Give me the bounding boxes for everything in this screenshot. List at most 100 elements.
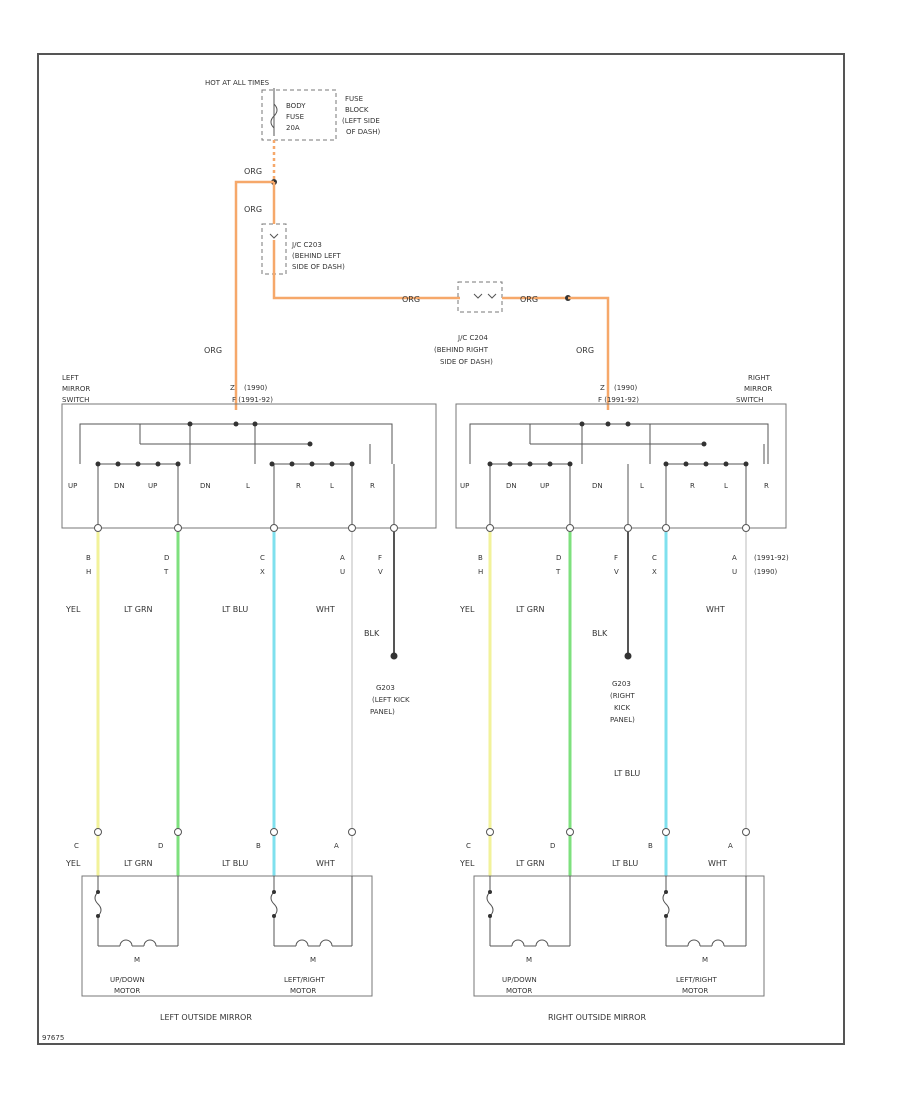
org-label-top: ORG [244,167,262,176]
right-mirror-pin-a: A [728,842,733,850]
c204-outline [457,281,503,313]
left-ground-label-3: PANEL) [370,708,395,716]
right-switch-title-1: RIGHT [748,374,771,382]
left-pin-f: F [378,554,382,562]
left-leftright-motor-label-2: MOTOR [290,987,316,995]
left-leftright-motor-icon [295,939,333,947]
org-label-right-vertical: ORG [576,346,594,355]
right-pin-b: B [478,554,483,562]
left-pin-d: D [164,554,169,562]
left-mirror-blu-label: LT BLU [222,859,248,868]
right-contact-dn-2: DN [592,482,603,490]
right-ground-label-4: PANEL) [610,716,635,724]
fuse-block-label-1: FUSE [345,95,363,103]
diagram-frame [37,53,845,1045]
left-switch-title-3: SWITCH [62,396,89,404]
c204-label-2: (BEHIND RIGHT [434,346,489,354]
right-ground-label-1: G203 [612,680,631,688]
org-label-c203: ORG [244,205,262,214]
left-updown-motor-icon [119,939,157,947]
right-mirror-yel-label: YEL [459,859,475,868]
c203-connector-icon [269,233,279,239]
left-switch-nodes [95,421,355,467]
left-contact-dn-1: DN [114,482,125,490]
right-mirror-grn-label: LT GRN [516,859,545,868]
right-mirror-internals [486,876,747,947]
c204-connector-icon [473,293,497,299]
right-grn-label: LT GRN [516,605,545,614]
right-switch-body [455,403,787,529]
left-contact-dn-2: DN [200,482,211,490]
right-mirror-pin-circles [486,828,750,836]
org-wire-right-switch [568,296,610,410]
right-contact-up-2: UP [540,482,549,490]
right-blu-label: LT BLU [614,769,640,778]
c203-label-3: SIDE OF DASH) [292,263,345,271]
right-switch-pin-note-2: F (1991-92) [598,396,639,404]
left-updown-motor-label-1: UP/DOWN [110,976,145,984]
right-switch-contacts [489,424,765,528]
right-yel-label: YEL [459,605,475,614]
left-mirror-pin-a: A [334,842,339,850]
left-switch-title-2: MIRROR [62,385,90,393]
left-switch-contacts [97,424,395,528]
right-mirror-body [473,875,765,997]
right-pin-a-sub: U [732,568,737,576]
fuse-label-3: 20A [286,124,300,132]
right-leftright-motor-label-1: LEFT/RIGHT [676,976,717,984]
right-pin-d-sub: T [555,568,561,576]
right-contact-l-1: L [640,482,644,490]
right-pin-note-1: (1991-92) [754,554,789,562]
right-switch-title-2: MIRROR [744,385,772,393]
left-pin-a: A [340,554,345,562]
org-label-mid: ORG [402,295,420,304]
left-ground-label-1: G203 [376,684,395,692]
left-pin-f-sub: V [378,568,383,576]
left-switch-body [61,403,437,529]
right-switch-pin-note-1: (1990) [614,384,638,392]
right-leftright-motor-label-2: MOTOR [682,987,708,995]
c203-label-2: (BEHIND LEFT [292,252,341,260]
fuse-block-outline [261,89,337,141]
left-contact-up-2: UP [148,482,157,490]
left-mirror-wht-label: WHT [316,859,335,868]
left-mirror-pin-b: B [256,842,261,850]
right-ground-label-3: KICK [614,704,631,712]
left-updown-motor-symbol: M [134,956,140,964]
right-updown-motor-icon [511,939,549,947]
right-updown-motor-symbol: M [526,956,532,964]
right-ground-label-2: (RIGHT [610,692,635,700]
right-pin-c-sub: X [652,568,657,576]
right-switch-pin-top: Z [600,384,605,392]
left-grn-label: LT GRN [124,605,153,614]
left-pin-c: C [260,554,265,562]
right-ground-node [624,652,632,660]
left-switch-pin-note-2: F (1991-92) [232,396,273,404]
left-pin-a-sub: U [340,568,345,576]
left-mirror-pin-circles [94,828,356,836]
left-mirror-yel-label: YEL [65,859,81,868]
right-leftright-motor-icon [687,939,725,947]
right-mirror-nodes [488,890,668,918]
right-mirror-blu-label: LT BLU [612,859,638,868]
fuse-block-label-3: (LEFT SIDE [342,117,380,125]
left-contact-up-1: UP [68,482,77,490]
left-pin-c-sub: X [260,568,265,576]
right-pin-b-sub: H [478,568,483,576]
left-blu-label: LT BLU [222,605,248,614]
fuse-label-2: FUSE [286,113,304,121]
left-contact-r-1: R [296,482,301,490]
org-wire-to-right [272,240,460,300]
left-ground-node [390,652,398,660]
right-wht-label: WHT [706,605,725,614]
left-contact-r-2: R [370,482,375,490]
right-pin-note-2: (1990) [754,568,778,576]
right-pin-c: C [652,554,657,562]
right-switch-bus [469,423,769,464]
left-leftright-motor-label-1: LEFT/RIGHT [284,976,325,984]
left-leftright-motor-symbol: M [310,956,316,964]
left-switch-pin-circles [94,524,398,532]
left-updown-motor-label-2: MOTOR [114,987,140,995]
left-mirror-body [81,875,373,997]
right-mirror-pin-b: B [648,842,653,850]
